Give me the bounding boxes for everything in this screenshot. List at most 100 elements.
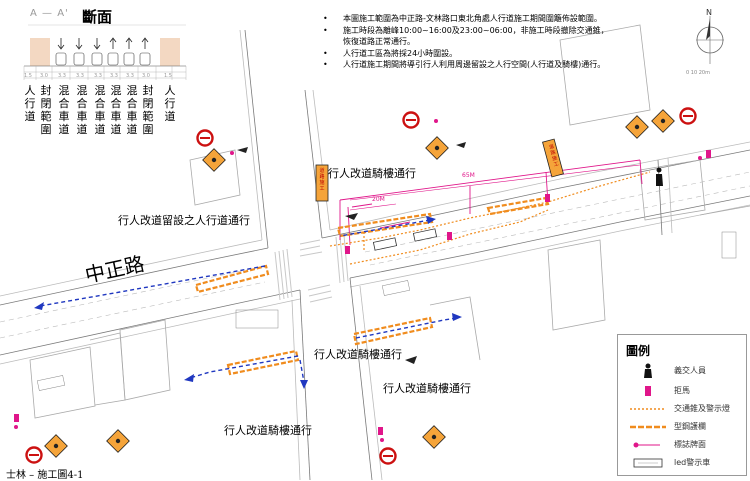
- detour-west: [39, 265, 266, 307]
- compass-icon: [696, 16, 724, 64]
- steel-guardrail-icon: [630, 425, 666, 429]
- detour-southeast: [355, 317, 457, 339]
- legend-label: 義交人員: [674, 366, 706, 375]
- label-reserved-walkway: 行人改道留設之人行道通行: [118, 214, 250, 227]
- legend-item: led警示車: [618, 455, 746, 471]
- barricade-icon: [706, 150, 711, 158]
- sign-board-icon: [44, 434, 68, 458]
- lane-label: 混合車道: [58, 84, 70, 136]
- lane-width: 1.5: [24, 73, 32, 79]
- led-trucks: [372, 228, 438, 251]
- lane-width: 3.3: [76, 73, 84, 79]
- legend-item: 拒馬: [618, 383, 746, 399]
- lane-width: 3.3: [126, 73, 134, 79]
- legend-label: led警示車: [674, 458, 711, 467]
- legend-item: 標誌牌面: [618, 437, 746, 453]
- signboard-left-text: 道路施工: [319, 168, 325, 192]
- barricade-icon: [345, 246, 350, 254]
- construction-signboard-right: [542, 138, 564, 178]
- north-arrow: N 0 10 20m: [686, 8, 732, 76]
- cone-line-icon: [630, 408, 666, 410]
- led-truck-icon: [633, 458, 663, 468]
- section-title: 斷面: [82, 8, 113, 26]
- sign-board-icon: [422, 425, 446, 449]
- no-entry-icon: [402, 111, 420, 129]
- note-1: 本圖施工範圍為中正路-文林路口東北角處人行道施工期間圍籬佈設範圍。: [323, 13, 653, 25]
- guardrail-west: [194, 264, 270, 294]
- no-entry-signs: [25, 107, 697, 465]
- guardrail-southwest: [226, 349, 300, 376]
- scale-bar: 0 10 20m: [686, 70, 710, 76]
- lane-width: 3.3: [58, 73, 66, 79]
- barricade-icon: [14, 414, 19, 422]
- sign-board-icon: [625, 115, 649, 139]
- no-entry-icon: [25, 446, 43, 464]
- lane-label: 混合車道: [76, 84, 88, 136]
- detour-southwest: [189, 355, 299, 379]
- person-icon: [644, 363, 652, 378]
- lane-label: 封閉範圍: [40, 84, 52, 136]
- barricade-icon: [378, 427, 383, 435]
- pink-markers: [14, 119, 702, 442]
- led-truck-icon: [372, 237, 398, 251]
- no-entry-icon: [679, 107, 697, 125]
- note-3: 人行道工區為將採24小時圍設。: [323, 48, 653, 60]
- crosswalks: [274, 234, 349, 303]
- legend-title: 圖例: [626, 344, 651, 358]
- construction-signboards: [315, 138, 564, 202]
- detour-south-vertical: [299, 359, 305, 383]
- barricades: [14, 150, 711, 435]
- no-entry-icon: [196, 129, 214, 147]
- note-2-continued: 恢復道路正常通行。: [343, 37, 415, 46]
- legend-label: 標誌牌面: [674, 440, 706, 449]
- barricade-icon: [645, 386, 651, 396]
- sign-board-icon: [651, 109, 675, 133]
- lane-label: 封閉範圍: [142, 84, 154, 136]
- barricade-icon: [447, 232, 452, 240]
- detour-north: [339, 219, 431, 237]
- traffic-cone-lines: [329, 171, 651, 265]
- legend: 圖例 義交人員 拒馬 交通錐及警示燈 型鋼護欄 標誌牌面 led警: [617, 334, 747, 476]
- lane-label: 人行道: [164, 84, 176, 123]
- lane-width: 3.3: [110, 73, 118, 79]
- legend-item: 義交人員: [618, 363, 746, 379]
- section-marker: A — A': [30, 8, 69, 19]
- sign-board-icon: [202, 148, 226, 172]
- steel-guardrails: [194, 196, 550, 376]
- direction-flags: [237, 142, 466, 364]
- sign-boards: [44, 109, 675, 458]
- lane-label: 混合車道: [110, 84, 122, 136]
- legend-label: 拒馬: [674, 386, 690, 395]
- label-arcade-right: 行人改道騎樓通行: [383, 382, 471, 395]
- label-arcade-top: 行人改道騎樓通行: [328, 167, 416, 180]
- road-kerb-lines: [0, 24, 750, 480]
- label-arcade-bottom: 行人改道騎樓通行: [224, 424, 312, 437]
- sign-board-icon: [425, 136, 449, 160]
- work-zone-outline: [339, 159, 643, 246]
- legend-label: 型鋼護欄: [674, 422, 706, 431]
- lane-markings: [0, 171, 750, 339]
- sign-board-icon: [106, 429, 130, 453]
- flagman-icon: [656, 167, 663, 186]
- sign-board-icon: [633, 442, 660, 448]
- lane-width: 3.0: [142, 73, 150, 79]
- note-4: 人行道施工期間將導引行人利用周邊留設之人行空間(人行道及騎樓)通行。: [323, 59, 653, 71]
- guardrail-southeast: [352, 316, 434, 346]
- lane-label: 人行道: [24, 84, 36, 123]
- construction-notes: 本圖施工範圍為中正路-文林路口東北角處人行道施工期間圍籬佈設範圍。 施工時段為離…: [323, 13, 653, 71]
- street-name-tags: [36, 231, 737, 391]
- lane-label: 混合車道: [126, 84, 138, 136]
- detour-arrowheads: [34, 216, 462, 389]
- dim-20m: 20M: [372, 196, 385, 203]
- north-arrow-letter: N: [706, 8, 712, 17]
- guardrail-north: [336, 212, 434, 238]
- construction-signboard-left: [315, 164, 329, 202]
- guardrail-east: [486, 196, 550, 216]
- dimension-lines: [349, 164, 641, 211]
- legend-item: 型鋼護欄: [618, 419, 746, 435]
- led-truck-icon: [412, 228, 438, 242]
- cross-section-figure: [23, 24, 187, 80]
- drawing-footer: 士林 – 施工圖4-1: [6, 470, 84, 481]
- lane-width: 3.0: [40, 73, 48, 79]
